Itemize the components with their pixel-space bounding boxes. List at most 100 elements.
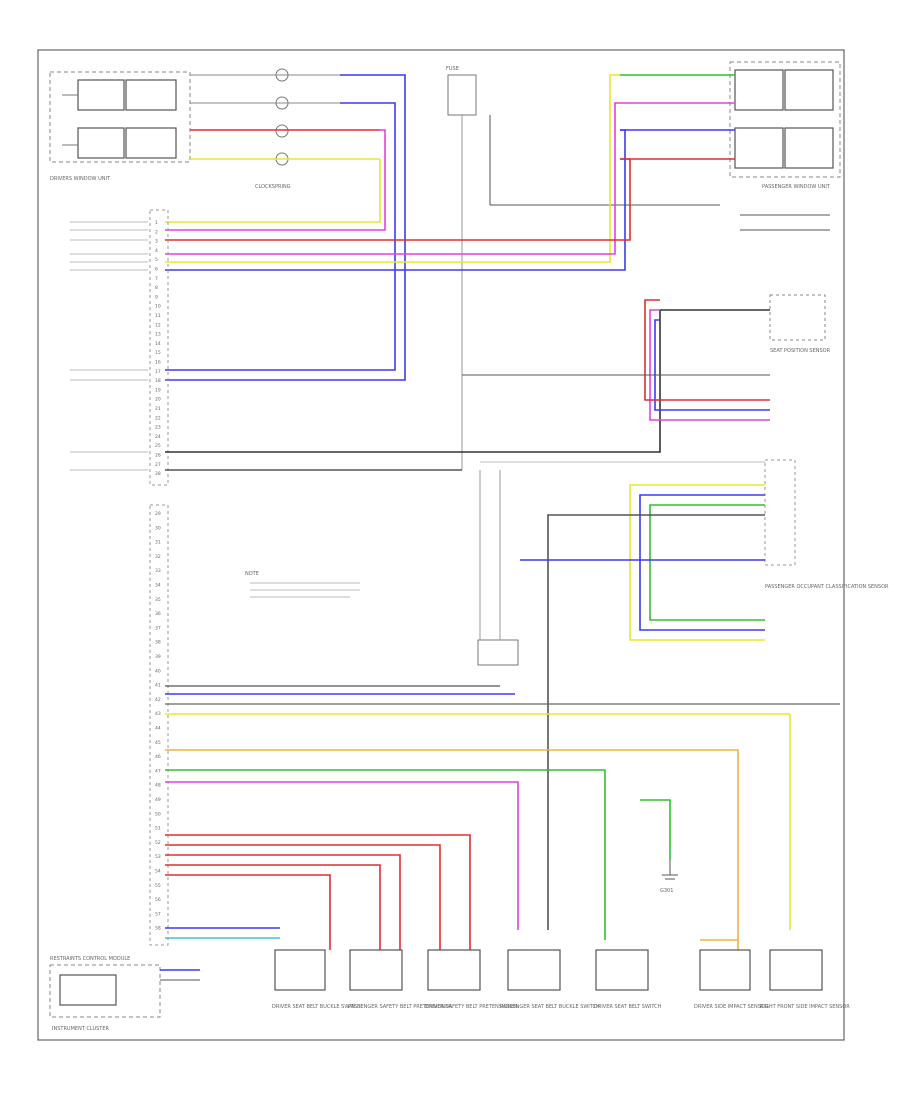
rcm-pin: 46 [155,754,161,760]
rcm-pin: 13 [155,332,161,338]
seat-position-sensor: SEAT POSITION SENSOR [769,294,831,354]
seat-position-sensor-label: SEAT POSITION SENSOR [770,348,831,354]
component-box [699,949,751,991]
ground-label: G301 [660,888,673,894]
restraints-control-module: RESTRAINTS CONTROL MODULE [50,209,169,962]
lower-wires [165,685,840,950]
component-box [595,949,649,991]
component-box [427,949,481,991]
rcm-pin: 45 [155,740,161,746]
component-label: DRIVER SIDE IMPACT SENSOR [694,1004,769,1010]
rcm-pin: 16 [155,360,161,366]
rcm-pin: 36 [155,611,161,617]
rcm-pin: 33 [155,568,161,574]
rcm-pin: 53 [155,854,161,860]
rcm-pin: 14 [155,341,161,347]
rcm-pin: 31 [155,540,161,546]
rcm-pin: 51 [155,826,161,832]
rcm-pin: 9 [155,294,158,300]
note-block: NOTE [245,571,360,598]
instrument-cluster-label: INSTRUMENT CLUSTER [52,1026,110,1032]
clockspring-label: CLOCKSPRING [255,184,291,190]
occupant-sensor: PASSENGER OCCUPANT CLASSIFICATION SENSOR [480,459,889,930]
rcm-pin: 29 [155,511,161,517]
component-box [769,949,823,991]
bottom-components: DRIVER SEAT BELT BUCKLE SWITCH PASSENGER… [272,949,850,1010]
left-signal-ticks [70,221,148,471]
drivers-window-unit-label: DRIVERS WINDOW UNIT [50,176,111,182]
component-label: PASSENGER SAFETY BELT PRETENSIONER [348,1004,452,1010]
rcm-pin: 3 [155,239,158,245]
rcm-pin: 40 [155,668,161,674]
rcm-pin: 20 [155,397,161,403]
note-label: NOTE [245,571,259,577]
rcm-pin: 30 [155,525,161,531]
rcm-pin: 42 [155,697,161,703]
component-label: DRIVER SEAT BELT BUCKLE SWITCH [272,1004,361,1010]
component-box [349,949,403,991]
rcm-pin: 28 [155,471,161,477]
rcm-pin: 6 [155,267,158,273]
page-border [37,49,845,1041]
rcm-pin: 49 [155,797,161,803]
rcm-pin: 56 [155,897,161,903]
lower-connector [477,470,519,666]
rcm-pin: 38 [155,640,161,646]
rcm-pin: 5 [155,257,158,263]
mid-wires [165,299,770,471]
pass-window-unit-label: PASSENGER WINDOW UNIT [762,184,831,190]
rcm-pin: 39 [155,654,161,660]
rcm-pin: 26 [155,453,161,459]
rcm-pin: 50 [155,811,161,817]
rcm-pin: 7 [155,276,158,282]
rcm-pin: 10 [155,304,161,310]
rcm-pin: 47 [155,768,161,774]
instrument-cluster: INSTRUMENT CLUSTER [49,964,200,1032]
ground-g301: G301 [660,860,678,894]
fuse-section: FUSE [446,66,720,470]
rcm-pin: 32 [155,554,161,560]
drivers-window-unit: DRIVERS WINDOW UNIT [49,71,191,182]
fuse-label: FUSE [446,66,459,72]
rcm-pin: 23 [155,425,161,431]
component-label: PASSENGER SEAT BELT BUCKLE SWITCH [500,1004,600,1010]
rcm-pin: 44 [155,726,161,732]
rcm-pin: 4 [155,248,158,254]
rcm-pin: 18 [155,378,161,384]
rcm-pin: 25 [155,443,161,449]
rcm-pin: 21 [155,406,161,412]
rcm-pin: 19 [155,387,161,393]
rcm-pin: 48 [155,783,161,789]
rcm-pin: 37 [155,625,161,631]
component-box [274,949,326,991]
rcm-pin: 2 [155,229,158,235]
rcm-pin: 58 [155,926,161,932]
rcm-pin: 11 [155,313,161,319]
rcm-pin: 54 [155,869,161,875]
rcm-pin: 34 [155,583,161,589]
occupant-sensor-label: PASSENGER OCCUPANT CLASSIFICATION SENSOR [765,584,889,590]
rcm-pin: 41 [155,683,161,689]
rcm-pin: 55 [155,883,161,889]
rcm-pin: 52 [155,840,161,846]
rcm-label: RESTRAINTS CONTROL MODULE [50,956,130,962]
rcm-pin: 17 [155,369,161,375]
rcm-pin: 35 [155,597,161,603]
rcm-pin: 27 [155,462,161,468]
rcm-pin: 12 [155,322,161,328]
component-label: RIGHT FRONT SIDE IMPACT SENSOR [760,1004,850,1010]
rcm-pin: 24 [155,434,161,440]
rcm-pin: 57 [155,911,161,917]
component-box [507,949,561,991]
rcm-pin: 22 [155,415,161,421]
top-left-wires [165,74,406,381]
rcm-pin: 43 [155,711,161,717]
rcm-pin: 15 [155,350,161,356]
rcm-pin: 8 [155,285,158,291]
rcm-pin: 1 [155,220,158,226]
passenger-window-unit: PASSENGER WINDOW UNIT [729,61,841,190]
component-label: DRIVER SEAT BELT SWITCH [594,1004,662,1010]
top-right-wires [165,74,830,271]
component-label: DRIVER SAFETY BELT PRETENSIONER [425,1004,518,1010]
